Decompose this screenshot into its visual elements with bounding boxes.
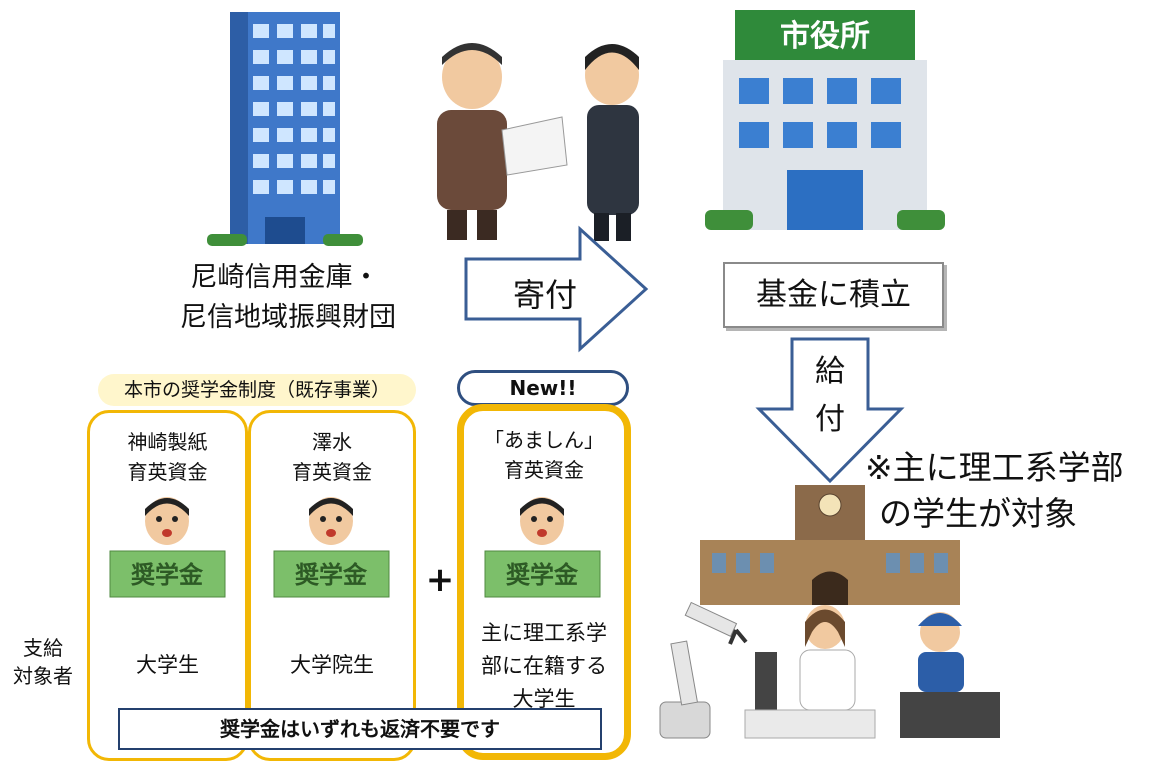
payout-label-line2: 付	[815, 402, 845, 437]
scholarship-card-amashin: 「あましん」 育英資金 奨学金 主に理工系学 部に在籍する 大学生	[457, 404, 631, 760]
bank-building-illustration	[207, 12, 363, 246]
donation-arrow	[464, 225, 649, 353]
card-name-line1: 澤水	[312, 430, 352, 454]
scholarship-sign-text: 奨学金	[295, 561, 368, 589]
target-note-line2: の学生が対象	[879, 494, 1077, 533]
bank-label-line1: 尼崎信用金庫・	[190, 262, 380, 293]
card-name-line2: 育英資金	[127, 460, 208, 484]
payout-label: 給 付	[800, 348, 860, 444]
bank-label: 尼崎信用金庫・ 尼信地域振興財団	[180, 258, 396, 338]
card-name-line2: 育英資金	[504, 458, 584, 482]
bank-label-line2: 尼信地域振興財団	[180, 302, 396, 333]
target-note: ※主に理工系学部 の学生が対象	[865, 445, 1124, 537]
student-with-scholarship-illustration: 奨学金	[484, 497, 601, 598]
card-name: 澤水 育英資金	[251, 427, 413, 487]
recipient-label: 支給 対象者	[8, 634, 78, 690]
target-note-line1: ※主に理工系学部	[865, 448, 1124, 487]
university-illustration	[700, 485, 960, 605]
student-with-scholarship-illustration: 奨学金	[273, 497, 390, 598]
card-name-line2: 育英資金	[292, 460, 372, 484]
card-target: 大学院生	[290, 653, 374, 677]
businessmen-illustration	[437, 43, 639, 241]
card-name-line1: 「あましん」	[484, 428, 604, 452]
student-with-scholarship-illustration: 奨学金	[109, 497, 226, 598]
card-target: 主に理工系学 部に在籍する 大学生	[464, 617, 624, 716]
science-lab-illustration	[659, 601, 1000, 739]
plus-sign: +	[425, 560, 455, 600]
card-target: 大学生	[136, 653, 199, 677]
card-target-line2: 部に在籍する	[481, 654, 607, 678]
scholarship-card-kanzaki: 神崎製紙 育英資金 奨学金 大学生	[87, 410, 248, 761]
recipient-label-line2: 対象者	[13, 664, 73, 688]
new-badge: New!!	[457, 370, 629, 406]
existing-programs-title: 本市の奨学金制度（既存事業）	[98, 374, 416, 406]
city-hall-sign: 市役所	[780, 19, 870, 54]
payout-label-line1: 給	[815, 354, 845, 389]
card-target-line1: 主に理工系学	[481, 621, 607, 645]
payout-arrow	[755, 337, 905, 484]
scholarship-card-sawamizu: 澤水 育英資金 奨学金 大学院生	[248, 410, 416, 761]
city-hall-illustration: 市役所	[705, 10, 945, 230]
card-name: 「あましん」 育英資金	[464, 425, 624, 485]
fund-label: 基金に積立	[723, 262, 944, 328]
scholarship-sign-text: 奨学金	[506, 561, 579, 589]
card-target-line3: 大学生	[512, 687, 576, 711]
card-name: 神崎製紙 育英資金	[90, 427, 245, 487]
recipient-label-line1: 支給	[23, 636, 63, 660]
donation-label: 寄付	[512, 276, 577, 314]
no-repayment-banner: 奨学金はいずれも返済不要です	[118, 708, 602, 750]
scholarship-sign-text: 奨学金	[131, 561, 204, 589]
card-name-line1: 神崎製紙	[127, 430, 208, 454]
